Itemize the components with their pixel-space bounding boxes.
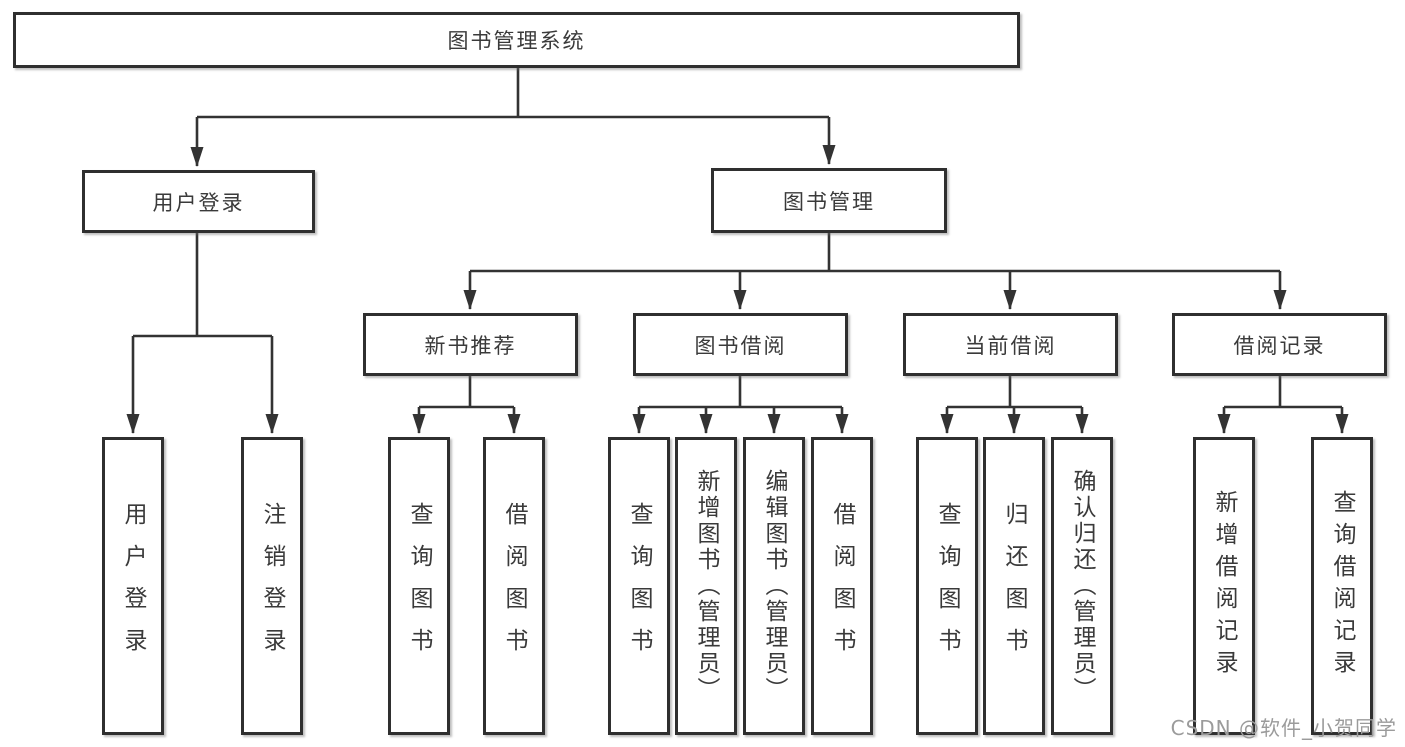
leaf-query-books-recommend: 查询图书 <box>388 437 450 735</box>
leaf-logout: 注销登录 <box>241 437 303 735</box>
leaf-borrow-books-borrowing: 借阅图书 <box>811 437 873 735</box>
leaf-query-borrow-record: 查询借阅记录 <box>1311 437 1373 735</box>
node-library-management-system: 图书管理系统 <box>13 12 1020 68</box>
leaf-borrow-books-recommend: 借阅图书 <box>483 437 545 735</box>
leaf-query-books-borrowing: 查询图书 <box>608 437 670 735</box>
node-new-book-recommendation: 新书推荐 <box>363 313 578 376</box>
leaf-query-books-current: 查询图书 <box>916 437 978 735</box>
leaf-edit-book-admin: 编辑图书（管理员） <box>743 437 805 735</box>
node-current-borrowing: 当前借阅 <box>903 313 1118 376</box>
node-user-login: 用户登录 <box>82 170 315 233</box>
node-book-borrowing: 图书借阅 <box>633 313 848 376</box>
leaf-return-books: 归还图书 <box>983 437 1045 735</box>
leaf-user-login: 用户登录 <box>102 437 164 735</box>
leaf-confirm-return-admin: 确认归还（管理员） <box>1051 437 1113 735</box>
node-borrowing-records: 借阅记录 <box>1172 313 1387 376</box>
csdn-watermark: CSDN @软件_小贺同学 <box>1170 716 1397 740</box>
leaf-add-book-admin: 新增图书（管理员） <box>675 437 737 735</box>
node-book-management: 图书管理 <box>711 168 947 233</box>
leaf-add-borrow-record: 新增借阅记录 <box>1193 437 1255 735</box>
